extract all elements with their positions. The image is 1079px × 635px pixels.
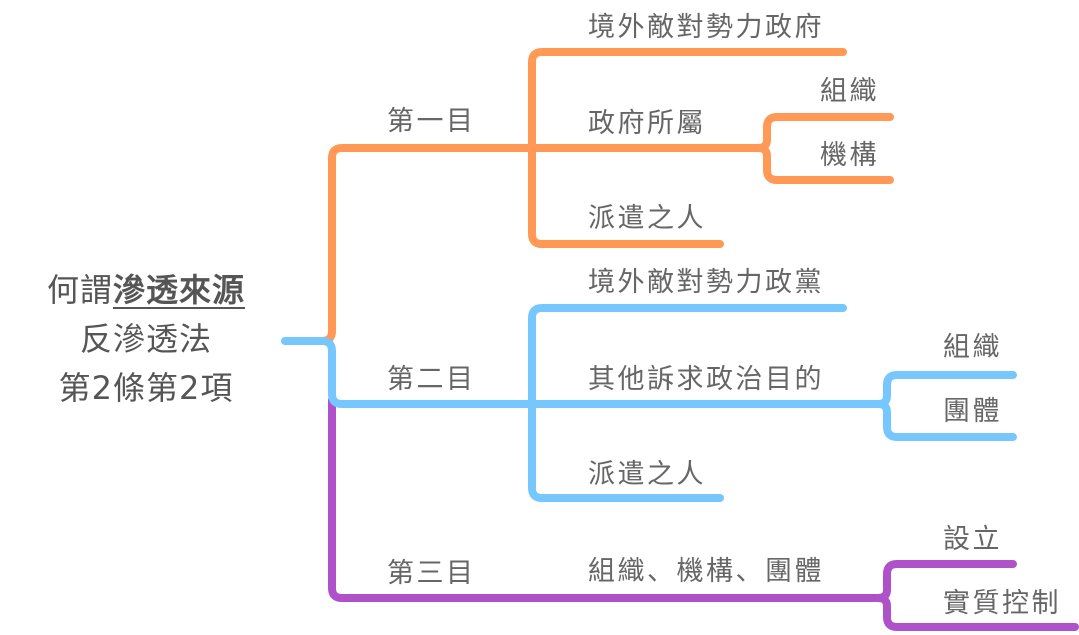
branch-1-child-1-line (528, 48, 847, 152)
branch-1-child-2-topic[interactable]: 政府所屬 (588, 108, 706, 139)
branch-2-child-2-sub-2-line (874, 400, 1017, 441)
branch-1-child-1-topic[interactable]: 境外敵對勢力政府 (588, 12, 824, 43)
branch-1-child-2-sub-1-topic[interactable]: 組織 (820, 76, 879, 107)
branch-3-child-1-topic[interactable]: 組織、機構、團體 (588, 556, 824, 587)
branch-3-line (328, 396, 884, 602)
branch-2-child-1-topic[interactable]: 境外敵對勢力政黨 (588, 267, 824, 298)
branch-1-child-3-topic[interactable]: 派遣之人 (588, 203, 706, 234)
branch-1-line (318, 144, 536, 345)
root-line-2: 反滲透法 (79, 320, 212, 358)
branch-3-child-1-sub-1-topic[interactable]: 設立 (943, 524, 1002, 555)
branch-3-child-1-sub-2-topic[interactable]: 實質控制 (943, 588, 1061, 619)
branch-3-child-1-sub-2-line (874, 594, 1079, 631)
branch-1-child-3-line (528, 144, 724, 248)
root-line-3: 第2條第2項 (58, 369, 234, 407)
branch-2-child-2-sub-1-topic[interactable]: 組織 (943, 332, 1002, 363)
branch-2-child-2-sub-2-topic[interactable]: 團體 (943, 396, 1002, 427)
branch-2-child-2-topic[interactable]: 其他訴求政治目的 (588, 364, 824, 395)
branch-1-topic[interactable]: 第一目 (387, 106, 476, 137)
branch-2-child-3-topic[interactable]: 派遣之人 (588, 459, 706, 490)
branch-3-connectors (328, 396, 1079, 631)
branch-2-child-3-line (528, 400, 724, 502)
root-topic[interactable]: 何謂滲透來源 反滲透法 第2條第2項 (26, 266, 266, 413)
root-line-1-prefix: 何謂 (46, 271, 113, 309)
branch-1-child-2-sub-2-line (754, 144, 894, 184)
branch-2-child-1-line (528, 304, 847, 408)
branch-3-topic[interactable]: 第三目 (387, 558, 476, 589)
branch-1-child-2-sub-2-topic[interactable]: 機構 (820, 140, 879, 171)
root-connector-line (281, 337, 536, 408)
branch-2-connectors (281, 304, 1017, 502)
branch-2-topic[interactable]: 第二目 (387, 364, 476, 395)
root-line-1-emphasis: 滲透來源 (113, 271, 246, 309)
root-line-1: 何謂滲透來源 (26, 266, 266, 315)
